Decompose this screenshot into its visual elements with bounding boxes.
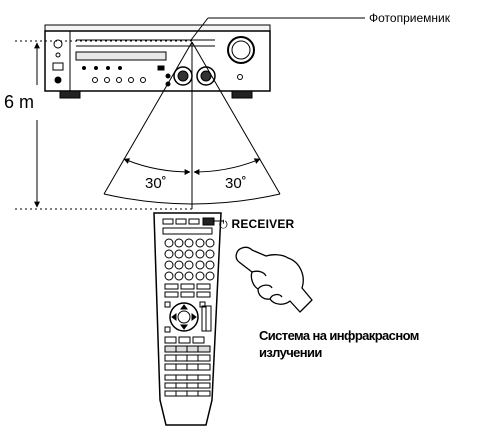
receiver-unit	[44, 24, 271, 99]
angle-arcs	[123, 158, 261, 175]
sensor-label: Фотоприемник	[369, 11, 450, 25]
angle-right-label: 30˚	[225, 175, 247, 192]
remote-control	[153, 212, 224, 426]
sensor-leader-line	[190, 17, 365, 41]
ir-system-caption-line1: Система на инфракрасном	[259, 328, 419, 343]
distance-label: 6 m	[4, 92, 35, 112]
ir-system-caption: Система на инфракрасном излучении	[259, 327, 459, 361]
reception-cone	[103, 41, 281, 209]
power-icon: ⏻	[219, 218, 228, 231]
receiver-button-text: RECEIVER	[231, 217, 295, 231]
receiver-button-label: ⏻ RECEIVER	[219, 218, 294, 230]
ir-system-caption-line2: излучении	[259, 345, 322, 360]
dpad	[164, 301, 212, 333]
numeric-keypad	[164, 238, 215, 281]
angle-left-label: 30˚	[145, 175, 167, 192]
pointing-hand-illustration	[235, 246, 313, 313]
